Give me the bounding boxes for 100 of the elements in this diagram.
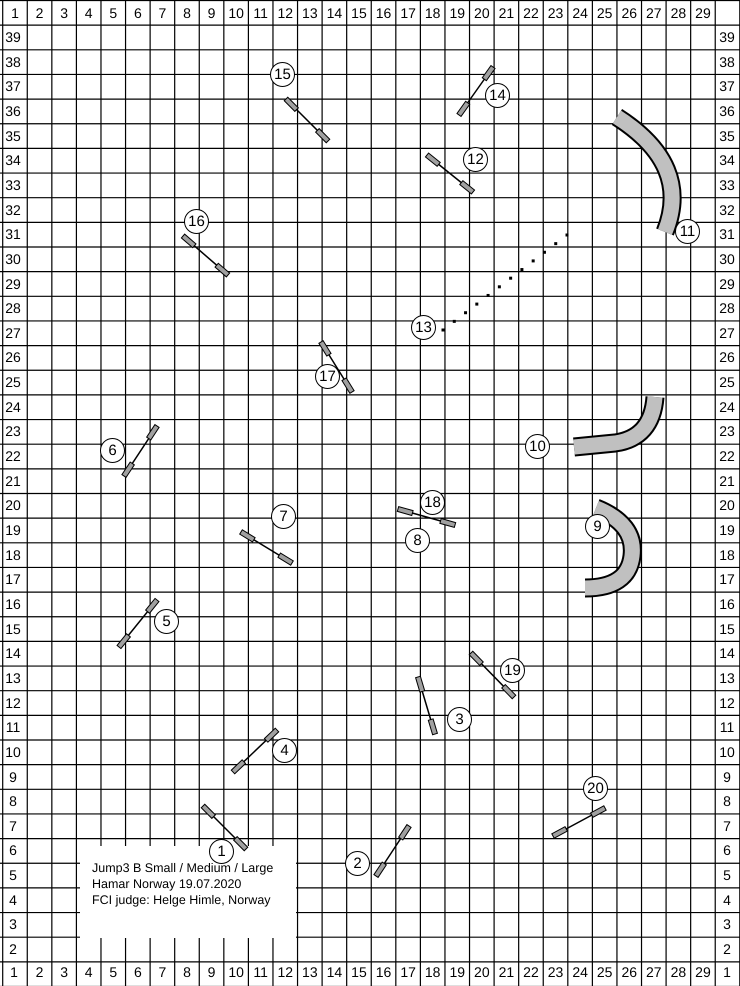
column-number: 23 bbox=[548, 5, 564, 21]
course-info-text: FCI judge: Helge Himle, Norway bbox=[92, 893, 271, 908]
row-number: 15 bbox=[5, 620, 21, 637]
column-number: 4 bbox=[84, 964, 93, 980]
row-number: 39 bbox=[719, 29, 735, 45]
column-number: 13 bbox=[302, 5, 318, 21]
row-number: 22 bbox=[719, 448, 735, 464]
row-number: 6 bbox=[9, 842, 17, 858]
row-number: 27 bbox=[5, 324, 21, 341]
row-number: 4 bbox=[723, 892, 731, 908]
column-number: 27 bbox=[646, 5, 662, 21]
column-number: 3 bbox=[60, 964, 68, 980]
row-number: 8 bbox=[723, 793, 731, 810]
number-circle: 18 bbox=[420, 490, 445, 515]
column-number: 23 bbox=[548, 964, 564, 980]
number-circle: 17 bbox=[315, 364, 340, 389]
number-circle: 5 bbox=[154, 609, 179, 634]
number-circle: 15 bbox=[270, 62, 295, 87]
row-number: 34 bbox=[719, 152, 735, 168]
column-number: 20 bbox=[474, 5, 490, 21]
row-number: 11 bbox=[720, 719, 734, 736]
column-number: 6 bbox=[134, 5, 142, 21]
number-circle: 8 bbox=[405, 528, 430, 553]
column-number: 21 bbox=[498, 964, 514, 980]
row-number: 1 bbox=[10, 964, 18, 980]
row-number: 26 bbox=[5, 349, 21, 366]
row-number: 6 bbox=[723, 842, 731, 858]
row-number: 38 bbox=[5, 54, 21, 70]
row-number: 12 bbox=[5, 694, 21, 711]
column-number: 6 bbox=[134, 964, 142, 980]
column-number: 24 bbox=[572, 964, 588, 980]
row-number: 14 bbox=[5, 645, 21, 662]
row-number: 11 bbox=[6, 719, 20, 736]
column-number: 17 bbox=[400, 964, 416, 980]
row-number: 9 bbox=[723, 768, 731, 784]
row-number: 20 bbox=[5, 497, 21, 514]
column-number: 14 bbox=[326, 964, 342, 980]
number-circle: 16 bbox=[184, 209, 209, 234]
row-number: 13 bbox=[5, 670, 21, 686]
column-number: 29 bbox=[695, 5, 711, 21]
number-circle: 19 bbox=[500, 658, 525, 683]
row-number: 13 bbox=[719, 670, 735, 686]
column-number: 19 bbox=[449, 964, 466, 980]
row-number: 29 bbox=[719, 276, 735, 292]
row-number: 21 bbox=[719, 472, 735, 489]
column-number: 29 bbox=[695, 964, 711, 980]
row-number: 35 bbox=[719, 128, 735, 144]
row-number: 19 bbox=[719, 522, 735, 538]
row-number: 5 bbox=[9, 867, 17, 884]
row-number: 8 bbox=[9, 793, 17, 810]
row-number: 31 bbox=[719, 226, 735, 242]
row-number: 32 bbox=[5, 202, 21, 218]
column-number: 18 bbox=[424, 5, 440, 21]
row-number: 23 bbox=[719, 423, 735, 440]
row-number: 17 bbox=[5, 571, 21, 588]
row-number: 28 bbox=[5, 300, 21, 316]
number-circle: 13 bbox=[411, 315, 436, 340]
column-number: 2 bbox=[36, 5, 44, 21]
row-number: 2 bbox=[9, 941, 17, 958]
row-number: 16 bbox=[5, 596, 21, 612]
row-number: 36 bbox=[5, 102, 21, 119]
column-number: 20 bbox=[474, 964, 490, 980]
number-circle: 20 bbox=[583, 776, 608, 801]
number-circle: 4 bbox=[272, 738, 297, 763]
row-number: 15 bbox=[719, 620, 735, 637]
row-number: 20 bbox=[719, 497, 735, 514]
number-circle: 14 bbox=[485, 83, 510, 108]
row-number: 14 bbox=[719, 645, 735, 662]
column-number: 25 bbox=[596, 5, 612, 21]
row-number: 7 bbox=[723, 818, 731, 834]
column-number: 7 bbox=[158, 5, 166, 21]
column-number: 28 bbox=[670, 964, 686, 980]
row-number: 7 bbox=[9, 818, 17, 834]
column-number: 8 bbox=[183, 964, 191, 980]
column-number: 12 bbox=[277, 5, 294, 21]
row-number: 18 bbox=[719, 546, 735, 563]
number-circle: 11 bbox=[675, 219, 700, 244]
column-number: 16 bbox=[376, 964, 392, 980]
column-number: 18 bbox=[424, 964, 440, 980]
column-number: 22 bbox=[523, 964, 539, 980]
number-circle: 10 bbox=[525, 434, 550, 459]
column-number: 13 bbox=[302, 964, 318, 980]
column-number: 12 bbox=[277, 964, 294, 980]
column-number: 28 bbox=[670, 5, 686, 21]
row-number: 38 bbox=[719, 54, 735, 70]
row-number: 28 bbox=[719, 300, 735, 316]
row-number: 19 bbox=[5, 522, 21, 538]
column-number: 9 bbox=[208, 5, 216, 21]
row-number: 9 bbox=[9, 768, 17, 784]
column-number: 7 bbox=[158, 964, 166, 980]
column-number: 1 bbox=[11, 5, 19, 21]
number-circle: 9 bbox=[585, 514, 610, 539]
column-number: 16 bbox=[376, 5, 392, 21]
number-circle: 3 bbox=[447, 707, 472, 732]
column-number: 5 bbox=[109, 5, 118, 21]
number-circle: 7 bbox=[271, 504, 296, 529]
number-circle: 2 bbox=[345, 851, 370, 876]
number-circle: 1 bbox=[209, 839, 234, 864]
column-number: 26 bbox=[621, 964, 638, 980]
course-info-text: Jump3 B Small / Medium / Large bbox=[92, 861, 274, 876]
